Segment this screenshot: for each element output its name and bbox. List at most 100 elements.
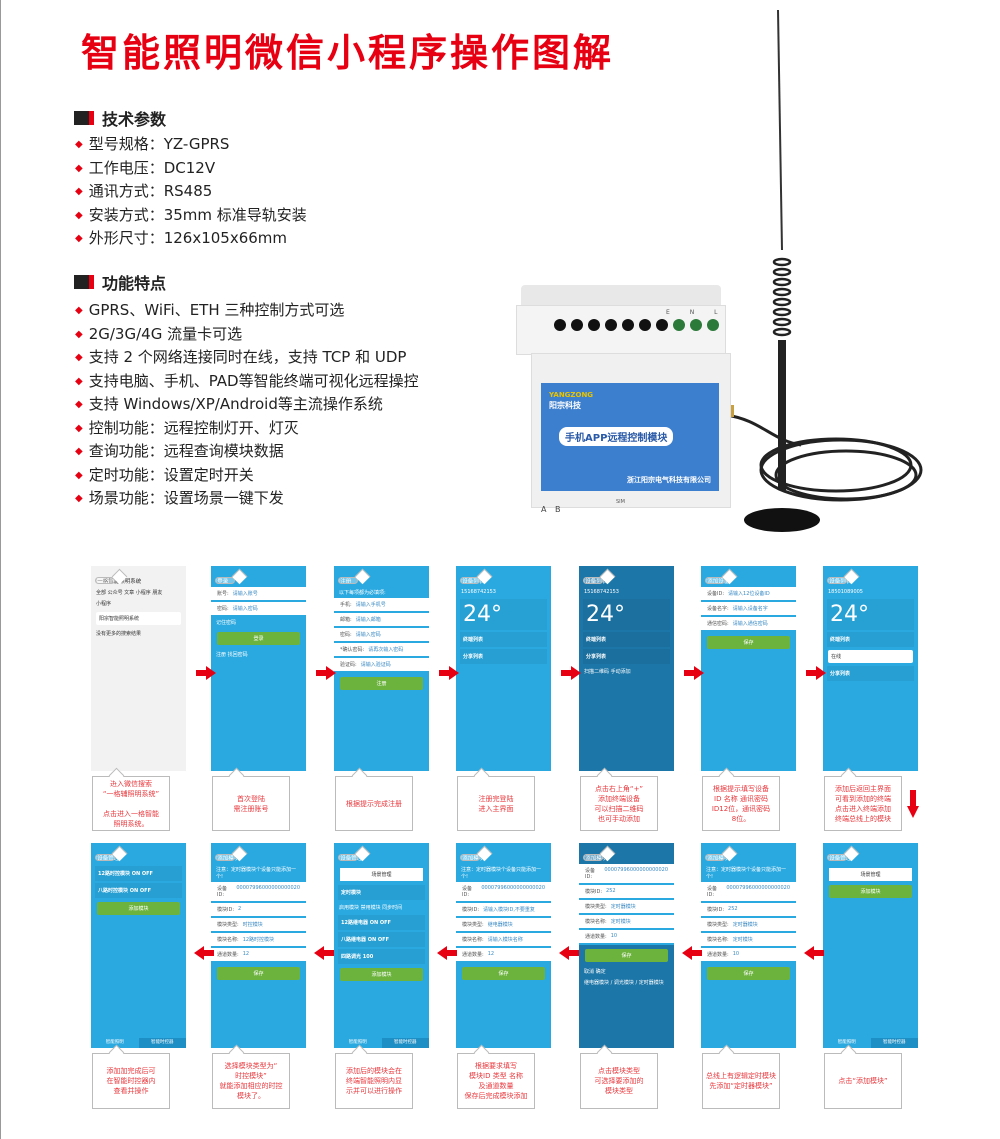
field-value[interactable]: 252 [606,888,616,894]
form-field[interactable]: *确认密码:请再次输入密码 [334,643,429,658]
form-field[interactable]: 验证码:请输入验证码 [334,658,429,673]
form-field[interactable]: 设备ID:00007996000000000020 [701,882,796,903]
capsule-menu-icon[interactable] [215,854,235,861]
field-value[interactable]: 时控模块 [242,922,263,928]
action-button[interactable]: 保存 [462,967,545,980]
field-value[interactable]: 请输入通信密码 [732,621,768,627]
capsule-menu-icon[interactable] [338,854,358,861]
capsule-menu-icon[interactable] [95,577,115,584]
tab-0[interactable]: 智能照明 [334,1038,382,1048]
field-value[interactable]: 10 [610,933,618,939]
list-section[interactable]: 四路调光 100 [338,949,425,964]
field-value[interactable]: 00007996000000000020 [481,885,545,891]
capsule-menu-icon[interactable] [95,854,115,861]
field-value[interactable]: 请输入密码 [232,606,258,612]
form-field[interactable]: 模块名称:定时模块 [579,915,674,930]
field-value[interactable]: 请输入设备名字 [732,606,768,612]
list-section[interactable]: 终端列表 [827,632,914,647]
capsule-menu-icon[interactable] [460,577,480,584]
field-value[interactable]: 252 [728,906,738,912]
form-field[interactable]: 设备ID:00007996000000000020 [211,882,306,903]
field-value[interactable]: 请输入验证码 [360,662,391,668]
tab-0[interactable]: 智能照明 [823,1038,871,1048]
form-field[interactable]: 设备ID:00007996000000000020 [456,882,551,903]
action-button[interactable]: 添加模块 [340,968,423,981]
capsule-menu-icon[interactable] [827,854,847,861]
list-section[interactable]: 分享列表 [827,666,914,681]
form-field[interactable]: 模块ID:252 [701,903,796,918]
form-field[interactable]: 模块类型:继电器模块 [456,918,551,933]
scene-management-button[interactable]: 场景管理 [340,868,423,881]
field-value[interactable]: 10 [732,951,740,957]
action-button[interactable]: 保存 [707,636,790,649]
field-value[interactable]: 继电器模块 [487,922,513,928]
list-section[interactable]: 定时模块 [338,885,425,900]
field-value[interactable]: 请输入邮箱 [355,617,381,623]
tab-1[interactable]: 智能时控器 [381,1038,429,1048]
result-card[interactable]: 在线 [828,650,913,663]
form-field[interactable]: 账号:请输入账号 [211,587,306,602]
form-field[interactable]: 模块ID:2 [211,903,306,918]
action-button[interactable]: 保存 [707,967,790,980]
form-field[interactable]: 通道数量:12 [456,948,551,963]
form-field[interactable]: 密码:请输入密码 [334,628,429,643]
form-field[interactable]: 手机:请输入手机号 [334,598,429,613]
form-field[interactable]: 模块ID:252 [579,885,674,900]
form-field[interactable]: 模块类型:时控模块 [211,918,306,933]
field-value[interactable]: 定时模块 [732,937,753,943]
capsule-menu-icon[interactable] [705,854,725,861]
form-field[interactable]: 设备名字:请输入设备名字 [701,602,796,617]
capsule-menu-icon[interactable] [583,577,603,584]
action-button[interactable]: 注册 [340,677,423,690]
list-section[interactable]: 八路时控模块 ON OFF [95,883,182,898]
form-field[interactable]: 密码:请输入密码 [211,602,306,617]
action-button[interactable]: 保存 [585,949,668,962]
field-value[interactable]: 请输入模块ID,不要重复 [483,907,535,913]
action-button[interactable]: 登录 [217,632,300,645]
field-value[interactable]: 请输入账号 [232,591,258,597]
capsule-menu-icon[interactable] [827,577,847,584]
form-field[interactable]: 设备ID:00007996000000000020 [579,864,674,885]
form-field[interactable]: 通道数量:10 [701,948,796,963]
form-field[interactable]: 邮箱:请输入邮箱 [334,613,429,628]
result-card[interactable]: 阳宗智能照明系统 [96,612,181,625]
form-field[interactable]: 模块名称:请输入模块名称 [456,933,551,948]
form-field[interactable]: 设备ID:请输入12位设备ID [701,587,796,602]
action-button[interactable]: 添加模块 [829,885,912,898]
capsule-menu-icon[interactable] [215,577,235,584]
list-section[interactable]: 八路继电器 ON OFF [338,932,425,947]
tab-0[interactable]: 智能照明 [91,1038,139,1048]
list-section[interactable]: 终端列表 [460,632,547,647]
list-section[interactable]: 分享列表 [460,649,547,664]
form-field[interactable]: 模块类型:定时器模块 [579,900,674,915]
field-value[interactable]: 请输入手机号 [355,602,386,608]
action-button[interactable]: 添加模块 [97,902,180,915]
field-value[interactable]: 定时器模块 [610,904,636,910]
field-value[interactable]: 12 [487,951,495,957]
capsule-menu-icon[interactable] [583,854,603,861]
field-value[interactable]: 00007996000000000020 [236,885,300,891]
list-section[interactable]: 分享列表 [583,649,670,664]
form-field[interactable]: 通道数量:12 [211,948,306,963]
field-value[interactable]: 请输入12位设备ID [728,591,770,597]
list-section[interactable]: 终端列表 [583,632,670,647]
field-value[interactable]: 12路时控模块 [242,937,275,943]
field-value[interactable]: 定时模块 [610,919,631,925]
capsule-menu-icon[interactable] [338,577,358,584]
form-field[interactable]: 模块ID:请输入模块ID,不要重复 [456,903,551,918]
field-value[interactable]: 12 [242,951,250,957]
field-value[interactable]: 定时器模块 [732,922,758,928]
field-value[interactable]: 00007996000000000020 [604,867,668,873]
tab-1[interactable]: 智能时控器 [138,1038,186,1048]
field-value[interactable]: 请输入模块名称 [487,937,523,943]
field-value[interactable]: 2 [238,906,242,912]
form-field[interactable]: 模块类型:定时器模块 [701,918,796,933]
capsule-menu-icon[interactable] [705,577,725,584]
action-button[interactable]: 保存 [217,967,300,980]
form-field[interactable]: 模块名称:12路时控模块 [211,933,306,948]
list-section[interactable]: 12路继电器 ON OFF [338,915,425,930]
field-value[interactable]: 请再次输入密码 [368,647,404,653]
scene-management-button[interactable]: 场景管理 [829,868,912,881]
form-field[interactable]: 模块名称:定时模块 [701,933,796,948]
capsule-menu-icon[interactable] [460,854,480,861]
